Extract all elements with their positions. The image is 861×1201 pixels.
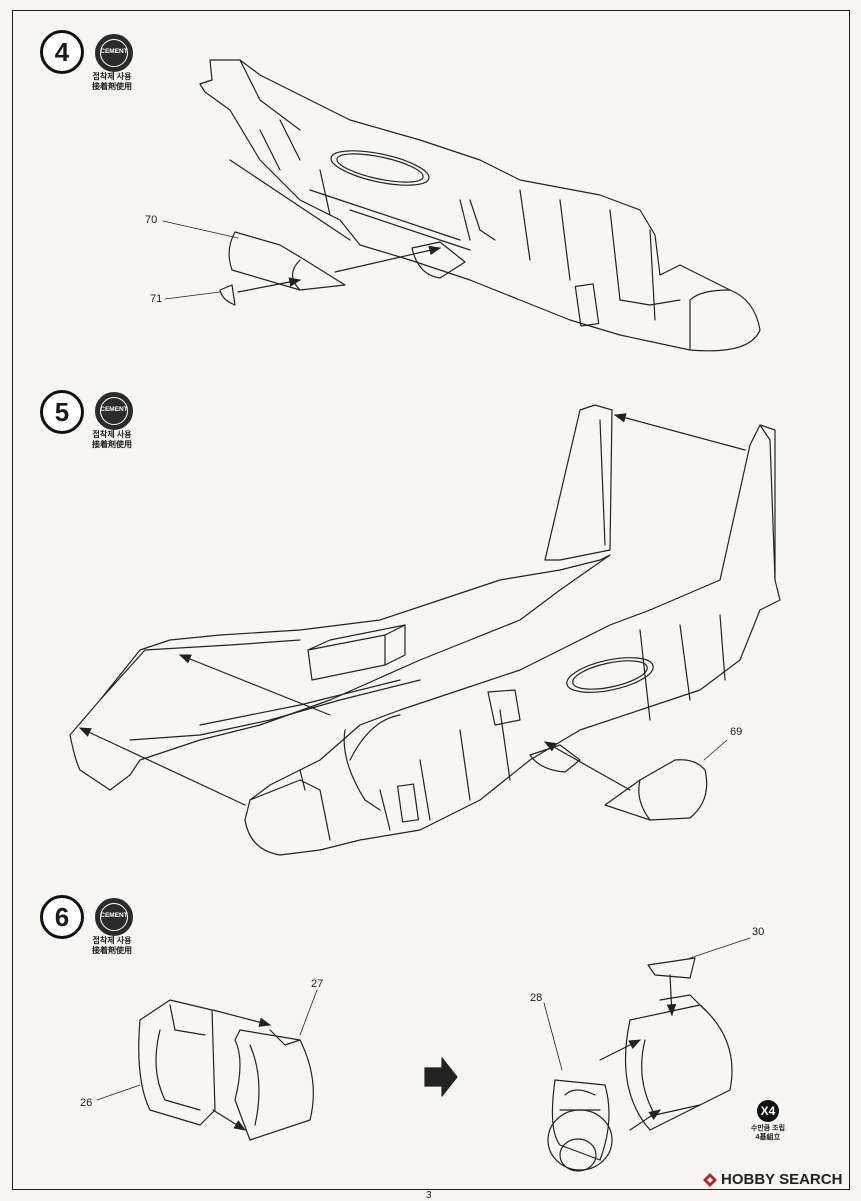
arrow-28b	[629, 1109, 661, 1131]
arrow-71	[237, 277, 302, 293]
arrow-28a	[599, 1039, 642, 1061]
leader-69	[703, 739, 728, 761]
page-number: 3	[426, 1190, 432, 1201]
hobby-search-logo-icon	[703, 1173, 717, 1187]
part-label-28: 28	[530, 992, 543, 1004]
step-6-caption: 접착제 사용 接着剤使用	[77, 936, 147, 956]
caption-jp: 接着剤使用	[92, 946, 132, 955]
intake-slot	[529, 744, 581, 773]
cement-label: CEMENT	[100, 48, 128, 55]
arrow-27a	[212, 1009, 272, 1027]
arrow-tail	[613, 413, 746, 451]
leader-27	[299, 989, 318, 1036]
intake-slot	[411, 241, 466, 279]
arrow-body	[178, 654, 331, 716]
step-5-number: 5	[40, 390, 84, 434]
part-69-shape	[604, 759, 708, 821]
arrow-70	[334, 245, 442, 273]
arrow-30	[666, 974, 677, 1017]
repeat-caption: 수만큼 조립 4基組立	[743, 1124, 793, 1142]
repeat-x4-badge: X4	[757, 1100, 779, 1122]
leader-70	[162, 220, 239, 239]
cement-icon: CEMENT	[95, 34, 133, 72]
part-28-shape	[547, 1079, 613, 1172]
step-4-caption: 접착제 사용 接着剤使用	[77, 72, 147, 92]
watermark-text: HOBBY SEARCH	[721, 1171, 843, 1188]
part-label-27: 27	[311, 978, 324, 990]
arrow-69	[543, 741, 631, 791]
caption-jp: 接着剤使用	[92, 82, 132, 91]
leader-30	[689, 937, 751, 959]
step-4-number: 4	[40, 30, 84, 74]
cement-icon: CEMENT	[95, 898, 133, 936]
part-70-shape	[228, 231, 346, 291]
repeat-caption-jp: 4基組立	[755, 1134, 781, 1141]
page-frame	[12, 10, 850, 1190]
step-4-fuselage	[199, 59, 761, 352]
step-6-number: 6	[40, 895, 84, 939]
part-label-71: 71	[150, 293, 163, 305]
part-30-shape	[647, 957, 696, 979]
part-71-shape	[219, 284, 236, 306]
arrow-27b	[212, 1109, 247, 1131]
step-5-fuselage	[69, 404, 781, 856]
caption-kr: 접착제 사용	[92, 72, 132, 81]
caption-kr: 접착제 사용	[92, 936, 132, 945]
step-5-caption: 접착제 사용 接着剤使用	[77, 430, 147, 450]
cement-icon: CEMENT	[95, 392, 133, 430]
leader-71	[164, 291, 221, 300]
caption-kr: 접착제 사용	[92, 430, 132, 439]
part-label-30: 30	[752, 926, 765, 938]
repeat-caption-kr: 수만큼 조립	[750, 1125, 786, 1132]
arrow-nose	[78, 727, 246, 806]
part-26-shape	[138, 999, 216, 1126]
cement-label: CEMENT	[100, 912, 128, 919]
engine-nacelle-shape	[624, 994, 733, 1131]
caption-jp: 接着剤使用	[92, 440, 132, 449]
part-label-70: 70	[145, 214, 158, 226]
cement-label: CEMENT	[100, 406, 128, 413]
part-label-26: 26	[80, 1097, 93, 1109]
part-27-shape	[234, 1029, 314, 1141]
next-step-arrow-icon	[424, 1057, 458, 1097]
leader-26	[96, 1084, 141, 1101]
part-label-69: 69	[730, 726, 743, 738]
leader-28	[543, 1002, 563, 1071]
